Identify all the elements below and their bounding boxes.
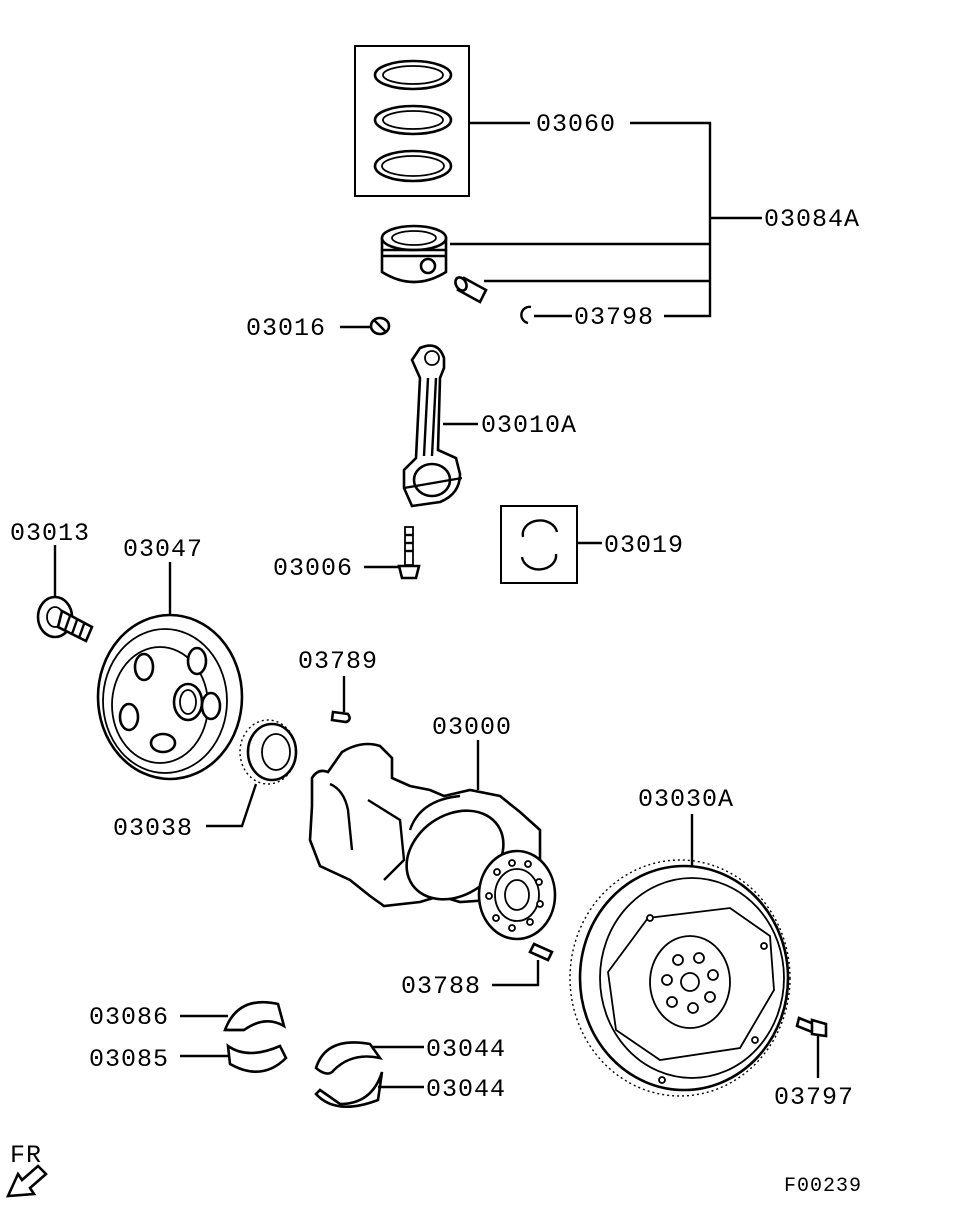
- connecting-rod: [402, 344, 463, 508]
- label-03044-upper: 03044: [426, 1035, 506, 1064]
- label-03013: 03013: [10, 519, 90, 548]
- crank-pulley-bolt: [36, 595, 94, 643]
- front-arrow-icon: [5, 1164, 48, 1198]
- label-03038: 03038: [113, 814, 193, 843]
- label-03788: 03788: [401, 972, 481, 1001]
- piston-ring-2: [373, 104, 453, 136]
- rod-bearing-box: [500, 505, 578, 584]
- label-03047: 03047: [123, 535, 203, 564]
- piston-rings-group: [354, 45, 470, 197]
- label-03044-lower: 03044: [426, 1075, 506, 1104]
- piston-rings-box: [354, 45, 470, 197]
- label-03086: 03086: [89, 1003, 169, 1032]
- crankshaft-pulley: [96, 613, 244, 781]
- main-bearing-lower: [314, 1071, 384, 1109]
- crankshaft: [308, 742, 557, 941]
- label-03789: 03789: [298, 647, 378, 676]
- label-03019: 03019: [604, 531, 684, 560]
- connecting-rod-bushing: [369, 316, 391, 336]
- label-03797: 03797: [774, 1083, 854, 1112]
- label-03000: 03000: [432, 713, 512, 742]
- crankshaft-sprocket: [239, 719, 298, 785]
- connecting-rod-bolt: [397, 526, 421, 580]
- label-03030A: 03030A: [638, 785, 734, 814]
- woodruff-key: [330, 710, 351, 724]
- main-bearing-upper: [314, 1041, 384, 1075]
- leader-lines: [53, 121, 820, 1089]
- rod-bearing-group: [500, 505, 578, 584]
- label-03016: 03016: [246, 314, 326, 343]
- piston-ring-3: [373, 149, 453, 183]
- label-03084A: 03084A: [764, 205, 860, 234]
- thrust-bearing-lower: [226, 1043, 288, 1074]
- flywheel: [569, 859, 791, 1097]
- orientation-label: FR: [10, 1141, 42, 1170]
- flywheel-bolt: [795, 1016, 828, 1038]
- piston: [380, 224, 448, 284]
- label-03085: 03085: [89, 1045, 169, 1074]
- label-03060: 03060: [536, 110, 616, 139]
- label-03006: 03006: [273, 554, 353, 583]
- dowel-pin: [528, 942, 554, 962]
- piston-pin-clip: [520, 305, 532, 325]
- label-03010A: 03010A: [481, 411, 577, 440]
- piston-ring-1: [373, 59, 453, 91]
- thrust-bearing-upper: [223, 1000, 287, 1032]
- piston-pin: [454, 276, 488, 304]
- label-03798: 03798: [574, 303, 654, 332]
- drawing-id: F00239: [784, 1175, 862, 1198]
